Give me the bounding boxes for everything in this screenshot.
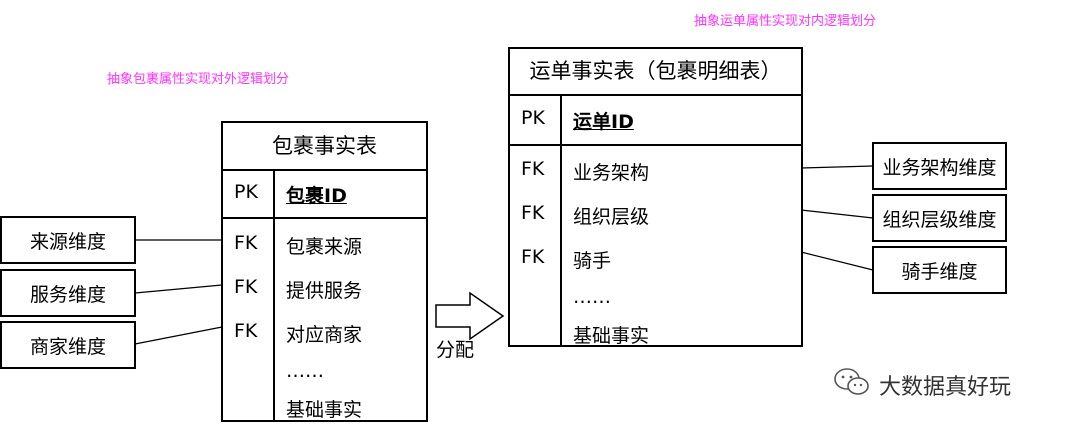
waybill-row-field: 业务架构	[573, 162, 650, 184]
waybill-pk-row: PK 运单ID	[510, 96, 801, 146]
link-business	[800, 165, 874, 169]
waybill-row-field: 骑手	[573, 250, 612, 272]
package-pk-row: PK 包裹ID	[223, 171, 426, 219]
waybill-row-field: 组织层级	[573, 206, 650, 228]
watermark: 大数据真好玩	[833, 367, 1011, 403]
dim-business-architecture: 业务架构维度	[872, 142, 1007, 190]
dim-service: 服务维度	[0, 269, 136, 317]
waybill-row-key: FK	[521, 158, 545, 180]
package-column-divider	[273, 171, 275, 420]
link-rider	[800, 251, 874, 271]
waybill-row-ellipsis: ……	[573, 286, 611, 308]
package-row-key: FK	[234, 232, 258, 254]
package-pk-label: PK	[234, 181, 258, 203]
waybill-column-divider	[560, 96, 562, 345]
wechat-icon	[833, 367, 871, 403]
waybill-row-key: FK	[521, 246, 545, 268]
package-row-ellipsis: ……	[286, 360, 324, 382]
link-org	[800, 209, 874, 219]
waybill-fact-table: 运单事实表（包裹明细表） PK 运单ID FK 业务架构 FK 组织层级 FK …	[508, 47, 803, 347]
package-row-field: 基础事实	[286, 399, 363, 421]
waybill-row-key: FK	[521, 202, 545, 224]
link-merchant	[134, 326, 223, 345]
link-service	[134, 284, 223, 294]
dim-rider: 骑手维度	[872, 246, 1007, 294]
dim-org-level: 组织层级维度	[872, 194, 1007, 242]
package-row-field: 提供服务	[286, 280, 363, 302]
package-row-key: FK	[234, 320, 258, 342]
package-table-title: 包裹事实表	[223, 123, 426, 171]
package-row-key: FK	[234, 276, 258, 298]
left-annotation: 抽象包裹属性实现对外逻辑划分	[107, 72, 290, 87]
waybill-table-title: 运单事实表（包裹明细表）	[510, 49, 801, 96]
waybill-row-field: 基础事实	[573, 325, 650, 347]
distribution-arrow	[435, 291, 505, 341]
dim-source: 来源维度	[0, 216, 136, 264]
right-annotation: 抽象运单属性实现对内逻辑划分	[694, 14, 877, 29]
package-fact-table: 包裹事实表 PK 包裹ID FK 包裹来源 FK 提供服务 FK 对应商家 ………	[221, 121, 428, 422]
waybill-pk-label: PK	[521, 107, 545, 129]
dim-merchant: 商家维度	[0, 321, 136, 369]
waybill-pk-field: 运单ID	[573, 111, 634, 133]
watermark-text: 大数据真好玩	[879, 375, 1012, 400]
package-row-field: 包裹来源	[286, 236, 363, 258]
arrow-label: 分配	[436, 339, 475, 361]
package-row-field: 对应商家	[286, 324, 363, 346]
package-pk-field: 包裹ID	[286, 185, 347, 207]
